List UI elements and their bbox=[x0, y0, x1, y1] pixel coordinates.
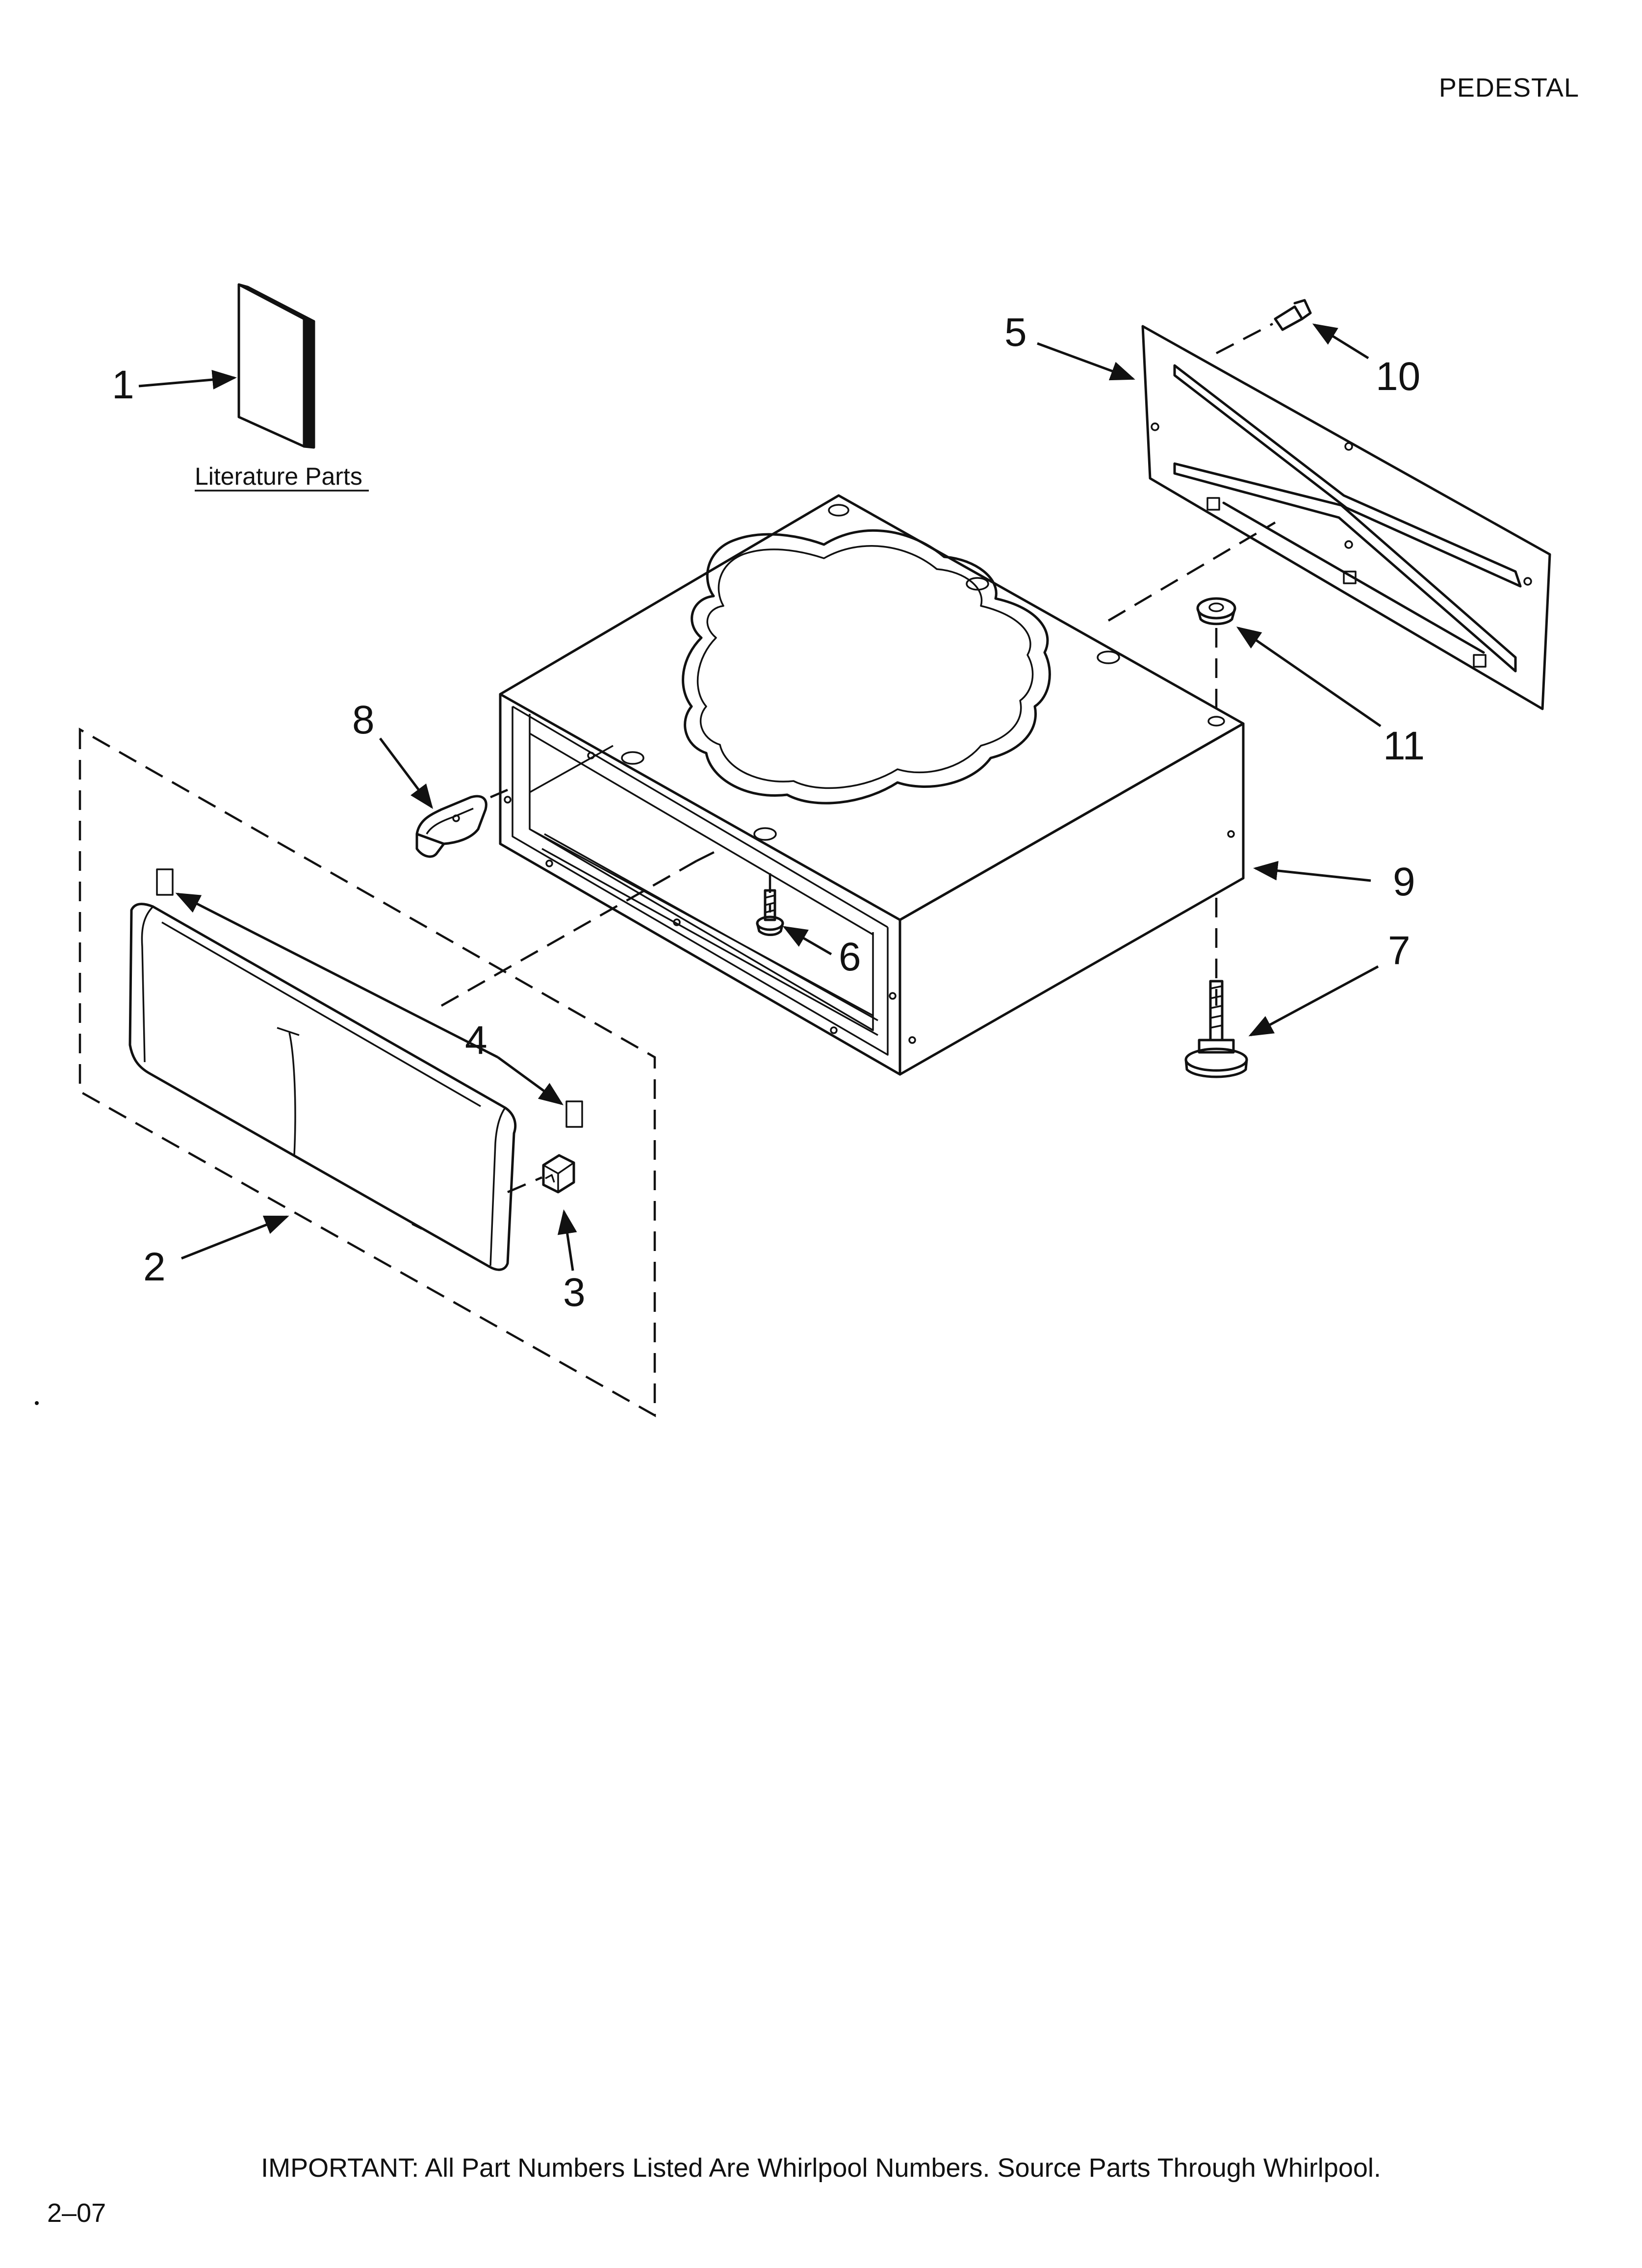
clip-alignment-line bbox=[490, 788, 508, 799]
grommet bbox=[1196, 597, 1236, 626]
panel-alignment-line-2 bbox=[695, 850, 717, 862]
bracket-alignment-line bbox=[1107, 521, 1276, 622]
callout-2: 2 bbox=[143, 1245, 166, 1289]
leader-2 bbox=[181, 1215, 289, 1260]
leader-3 bbox=[557, 1209, 577, 1271]
label-tab-lower bbox=[565, 1100, 583, 1128]
pedestal-cabinet bbox=[499, 494, 1245, 1076]
callout-11: 11 bbox=[1383, 724, 1425, 768]
page-title: PEDESTAL bbox=[1438, 73, 1579, 103]
callout-9: 9 bbox=[1393, 860, 1415, 904]
label-tab-upper bbox=[156, 868, 174, 896]
drawer-assembly-outline bbox=[78, 728, 656, 1417]
drawer-front-panel bbox=[128, 903, 517, 1271]
leader-8 bbox=[379, 737, 433, 809]
leader-11 bbox=[1236, 626, 1382, 728]
callout-3: 3 bbox=[563, 1270, 586, 1315]
leader-9 bbox=[1253, 860, 1371, 882]
bracket-screw bbox=[1215, 299, 1312, 354]
retaining-clip bbox=[415, 795, 487, 858]
scan-dot bbox=[35, 1401, 39, 1405]
leader-6 bbox=[782, 926, 832, 956]
leader-4 bbox=[497, 1056, 564, 1105]
callout-6: 6 bbox=[839, 935, 861, 979]
leader-10 bbox=[1312, 323, 1369, 360]
rear-bracket bbox=[1141, 325, 1551, 710]
revision-date: 2–07 bbox=[47, 2198, 106, 2228]
callout-1: 1 bbox=[112, 363, 134, 407]
leader-4b bbox=[175, 892, 499, 1059]
panel-alignment-line bbox=[440, 860, 697, 1007]
literature-booklet bbox=[237, 283, 315, 449]
callout-4: 4 bbox=[465, 1018, 487, 1063]
callout-10: 10 bbox=[1376, 354, 1420, 399]
bumper-alignment-line bbox=[507, 1176, 542, 1194]
callout-7: 7 bbox=[1388, 928, 1411, 973]
leader-7 bbox=[1248, 965, 1379, 1037]
callout-8: 8 bbox=[352, 698, 375, 742]
cabinet-screw bbox=[756, 889, 784, 936]
leader-1 bbox=[138, 369, 237, 390]
leveling-leg bbox=[1184, 980, 1248, 1078]
footer-note: IMPORTANT: All Part Numbers Listed Are W… bbox=[261, 2153, 1381, 2183]
bumper bbox=[542, 1154, 575, 1194]
callout-5: 5 bbox=[1004, 310, 1027, 355]
literature-parts-label: Literature Parts bbox=[195, 463, 362, 490]
leader-5 bbox=[1037, 342, 1135, 381]
